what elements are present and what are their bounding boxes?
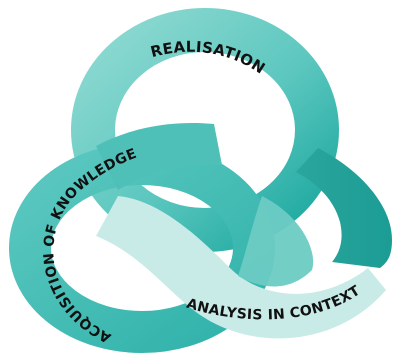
loop-analysis <box>96 196 386 339</box>
loop-realisation <box>71 8 339 252</box>
crossing-acquisition-over <box>96 122 222 190</box>
loop-right-band <box>296 148 392 268</box>
crossing-realisation-over <box>238 196 314 287</box>
